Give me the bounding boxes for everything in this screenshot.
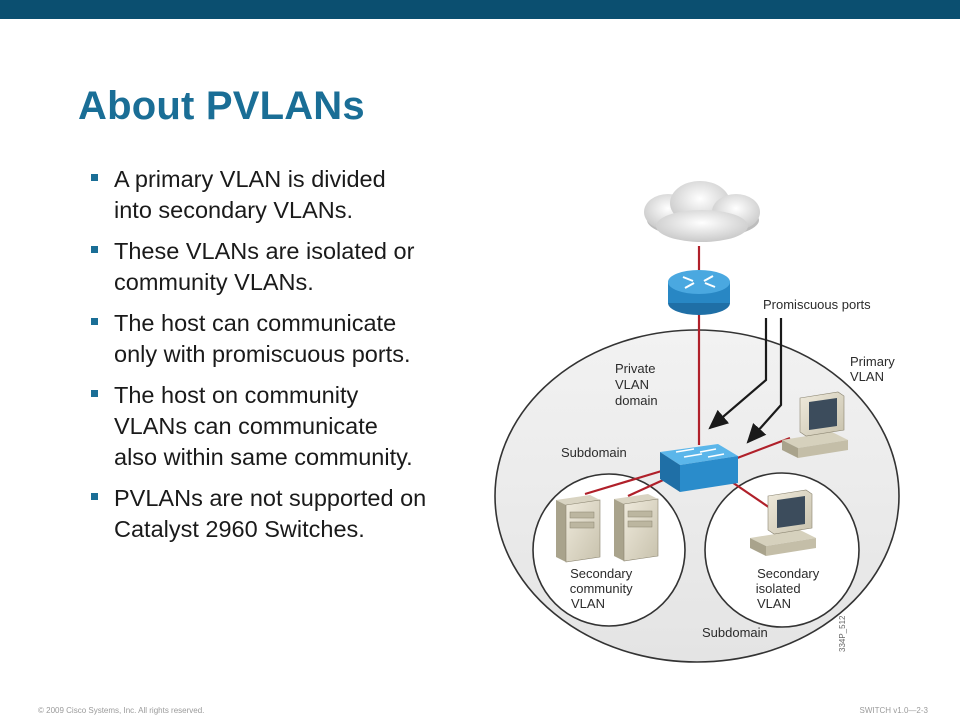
subdomain-label: Subdomain xyxy=(561,445,627,460)
primary-vlan-label: Primary VLAN xyxy=(850,354,898,384)
workstation-icon xyxy=(750,489,816,556)
bullet-item: The host can communicate only with promi… xyxy=(90,308,480,370)
top-banner xyxy=(0,0,960,19)
subdomain-label: Subdomain xyxy=(702,625,768,640)
pvlan-diagram: Promiscuous ports Primary VLAN Private V… xyxy=(494,181,900,663)
community-vlan-label-line: Secondary xyxy=(570,566,633,581)
switch-icon xyxy=(660,444,738,492)
bullet-text: VLANs can communicate xyxy=(114,413,378,439)
router-icon xyxy=(668,270,730,315)
server-icon xyxy=(614,494,659,562)
bullet-item: A primary VLAN is divided into secondary… xyxy=(90,164,480,226)
bullet-text: A primary VLAN is divided xyxy=(114,166,386,192)
figure-code: 334P_512 xyxy=(838,615,847,652)
bullet-square-icon xyxy=(91,390,98,397)
course-footer: SWITCH v1.0—2-3 xyxy=(859,706,928,715)
community-vlan-label: Secondary community VLAN xyxy=(570,566,636,611)
bullet-item: These VLANs are isolated or community VL… xyxy=(90,236,480,298)
bullet-square-icon xyxy=(91,493,98,500)
private-vlan-domain-label-line: VLAN xyxy=(615,377,649,392)
bullet-list: A primary VLAN is divided into secondary… xyxy=(90,164,480,545)
community-subdomain-circle xyxy=(532,473,686,627)
bullet-text: The host can communicate xyxy=(114,310,397,336)
bullet-text: Catalyst 2960 Switches. xyxy=(114,516,365,542)
bullet-text: also within same community. xyxy=(114,444,413,470)
bullet-text: into secondary VLANs. xyxy=(114,197,354,223)
isolated-vlan-label-line: VLAN xyxy=(757,596,791,611)
bullet-square-icon xyxy=(91,318,98,325)
bullet-text: These VLANs are isolated or xyxy=(114,238,415,264)
isolated-vlan-label-line: Secondary xyxy=(757,566,820,581)
bullet-text: The host on community xyxy=(114,382,359,408)
bullet-text: only with promiscuous ports. xyxy=(114,341,411,367)
bullet-square-icon xyxy=(91,174,98,181)
private-vlan-domain-label-line: domain xyxy=(615,393,658,408)
primary-vlan-label-line: VLAN xyxy=(850,369,884,384)
cloud-icon xyxy=(644,181,760,242)
bullet-item: The host on community VLANs can communic… xyxy=(90,380,480,473)
private-vlan-domain-label: Private VLAN domain xyxy=(615,361,659,408)
bullet-item: PVLANs are not supported on Catalyst 296… xyxy=(90,483,480,545)
community-vlan-label-line: VLAN xyxy=(571,596,605,611)
promiscuous-port-arrows xyxy=(708,318,783,444)
isolated-vlan-label: Secondary isolated VLAN xyxy=(756,566,823,611)
slide-title: About PVLANs xyxy=(78,84,365,128)
workstation-icon xyxy=(782,391,848,458)
community-vlan-label-line: community xyxy=(570,581,633,596)
private-vlan-domain-label-line: Private xyxy=(615,361,655,376)
isolated-vlan-label-line: isolated xyxy=(756,581,801,596)
server-icon xyxy=(556,495,601,563)
bullet-square-icon xyxy=(91,246,98,253)
bullet-text: community VLANs. xyxy=(114,269,314,295)
promiscuous-ports-label: Promiscuous ports xyxy=(763,297,871,312)
copyright-footer: © 2009 Cisco Systems, Inc. All rights re… xyxy=(38,706,205,715)
bullet-text: PVLANs are not supported on xyxy=(114,485,427,511)
primary-vlan-label-line: Primary xyxy=(850,354,895,369)
